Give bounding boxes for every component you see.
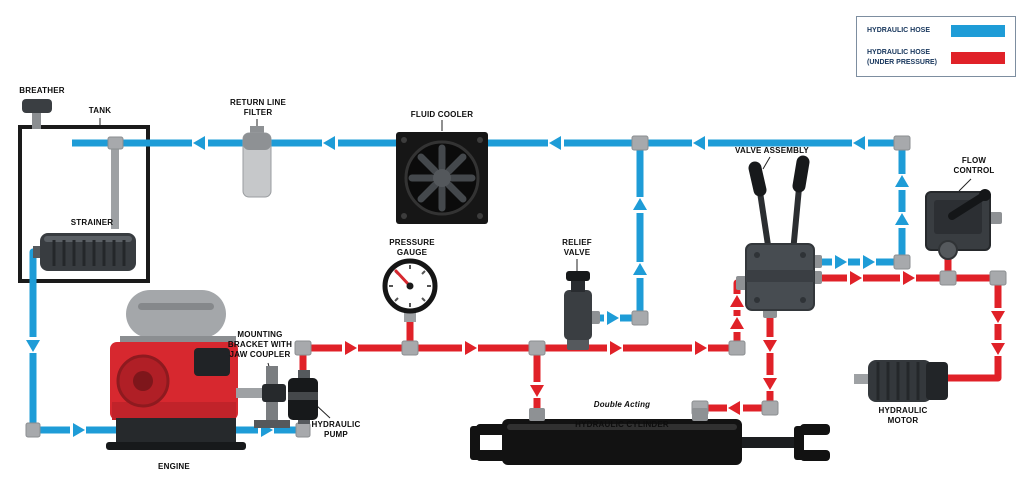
label-return-line-filter: RETURN LINE FILTER (230, 98, 286, 117)
breather (22, 99, 52, 129)
label-strainer: STRAINER (70, 218, 114, 227)
cylinder-port-right (692, 408, 708, 421)
hose-pump-to-valve (299, 279, 752, 384)
engine-output-shaft (236, 388, 270, 398)
legend-label-hose-pressure: HYDRAULIC HOSE (UNDER PRESSURE) (867, 49, 938, 66)
hose-relief-bypass (586, 147, 644, 322)
flow-control (925, 189, 1002, 260)
valve-lever-2 (792, 155, 810, 193)
legend-swatch-red (951, 51, 1005, 64)
label-breather: BREATHER (19, 86, 65, 95)
label-pressure-gauge: PRESSURE GAUGE (389, 238, 435, 257)
strainer (33, 233, 136, 271)
label-hydraulic-pump: HYDRAULIC PUMP (311, 420, 361, 439)
label-relief-valve: RELIEF VALVE (562, 238, 592, 257)
label-fluid-cooler: FLUID COOLER (410, 110, 474, 119)
engine (106, 290, 270, 450)
hydraulic-cylinder (470, 408, 830, 465)
motor-shaft (854, 374, 870, 384)
jaw-coupler (262, 384, 286, 402)
hydraulic-motor (854, 360, 948, 402)
valve-assembly (736, 155, 822, 318)
hose-fittings (25, 135, 1007, 438)
flow-arrows-blue (26, 136, 909, 437)
label-hydraulic-motor: HYDRAULIC MOTOR (878, 406, 928, 425)
legend-label-hose: HYDRAULIC HOSE (867, 27, 931, 35)
legend: HYDRAULIC HOSE HYDRAULIC HOSE (UNDER PRE… (856, 16, 1016, 77)
label-engine: ENGINE Prime Mover (149, 452, 199, 482)
label-tank: TANK (88, 106, 112, 115)
tank-drop-tube (111, 143, 119, 229)
legend-item-hose-pressure: HYDRAULIC HOSE (UNDER PRESSURE) (867, 48, 1005, 68)
label-cylinder-type: Double Acting (593, 400, 651, 409)
label-mounting-bracket: MOUNTING BRACKET WITH JAW COUPLER (227, 330, 293, 359)
label-flow-control: FLOW CONTROL (953, 156, 995, 175)
pressure-gauge (382, 258, 438, 322)
valve-lever-1 (748, 161, 767, 197)
flow-control-knob (938, 240, 958, 260)
flow-arrows-red (342, 271, 1005, 415)
cylinder-rod (742, 437, 798, 448)
label-hydraulic-cylinder: Double Acting HYDRAULIC CYLINDER (575, 390, 669, 440)
return-line-filter (242, 126, 272, 198)
flow-control-handle (948, 193, 986, 220)
hydraulic-pump (288, 370, 318, 424)
fluid-cooler (396, 132, 488, 224)
legend-swatch-blue (951, 25, 1005, 37)
relief-valve (564, 271, 600, 350)
label-cylinder-name: HYDRAULIC CYLINDER (575, 420, 669, 429)
legend-item-hose: HYDRAULIC HOSE (867, 25, 1005, 37)
label-engine-name: ENGINE (158, 462, 190, 471)
mounting-bracket (254, 366, 290, 428)
cylinder-port-left (529, 408, 545, 421)
label-valve-assembly: VALVE ASSEMBLY (735, 146, 809, 155)
